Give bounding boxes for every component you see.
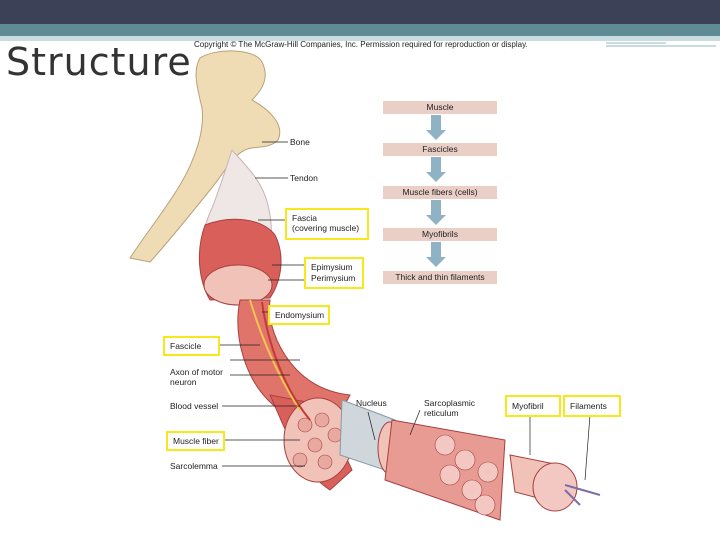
hierarchy-muscle-fibers: Muscle fibers (cells): [383, 186, 497, 199]
highlight-fascia: Fascia (covering muscle): [285, 208, 369, 240]
label-epimysium: Epimysium: [311, 262, 353, 272]
label-muscle-fiber: Muscle fiber: [173, 436, 219, 446]
axon-line: [249, 299, 301, 411]
hierarchy-filaments: Thick and thin filaments: [383, 271, 497, 284]
label-myofibril: Myofibril: [512, 401, 544, 411]
label-tendon: Tendon: [290, 173, 318, 183]
label-blood-vessel: Blood vessel: [170, 401, 219, 411]
header-stripe-light: [0, 36, 720, 41]
blood-vessel-line: [261, 301, 311, 421]
slide-title: Structure: [6, 40, 192, 84]
highlight-myofibril: Myofibril: [505, 395, 561, 417]
label-nucleus: Nucleus: [356, 398, 387, 408]
copyright-notice: Copyright © The McGraw-Hill Companies, I…: [194, 40, 528, 49]
label-bone: Bone: [290, 137, 310, 147]
label-axon-line2: neuron: [170, 377, 197, 387]
header-bar: [0, 0, 720, 24]
bone-shape: [129, 50, 281, 263]
label-perimysium: Perimysium: [311, 273, 356, 283]
hierarchy-fascicles: Fascicles: [383, 143, 497, 156]
header-stripe: [0, 24, 720, 36]
label-fascia: Fascia: [292, 213, 318, 223]
label-sarcoplasmic-line1: Sarcoplasmic: [424, 398, 476, 408]
highlight-muscle-fiber: Muscle fiber: [166, 431, 225, 451]
label-fascicle: Fascicle: [170, 341, 202, 351]
label-sarcoplasmic-line2: reticulum: [424, 408, 459, 418]
hierarchy-myofibrils: Myofibrils: [383, 228, 497, 241]
label-endomysium: Endomysium: [275, 310, 325, 320]
muscle-cross-section: [203, 264, 273, 306]
hierarchy-muscle: Muscle: [383, 101, 497, 114]
highlight-endomysium: Endomysium: [268, 305, 330, 325]
label-sarcolemma: Sarcolemma: [170, 461, 218, 471]
highlight-fascicle: Fascicle: [163, 336, 220, 356]
corner-decoration: [606, 42, 716, 47]
highlight-filaments: Filaments: [563, 395, 621, 417]
label-filaments: Filaments: [570, 401, 607, 411]
leader-lines: [218, 141, 591, 481]
highlight-epi-perimysium: Epimysium Perimysium: [304, 257, 364, 289]
label-axon-line1: Axon of motor: [170, 367, 223, 377]
label-fascia-sub: (covering muscle): [292, 223, 360, 233]
hierarchy-arrows: [426, 115, 446, 267]
filament-cross-section: [532, 462, 578, 512]
